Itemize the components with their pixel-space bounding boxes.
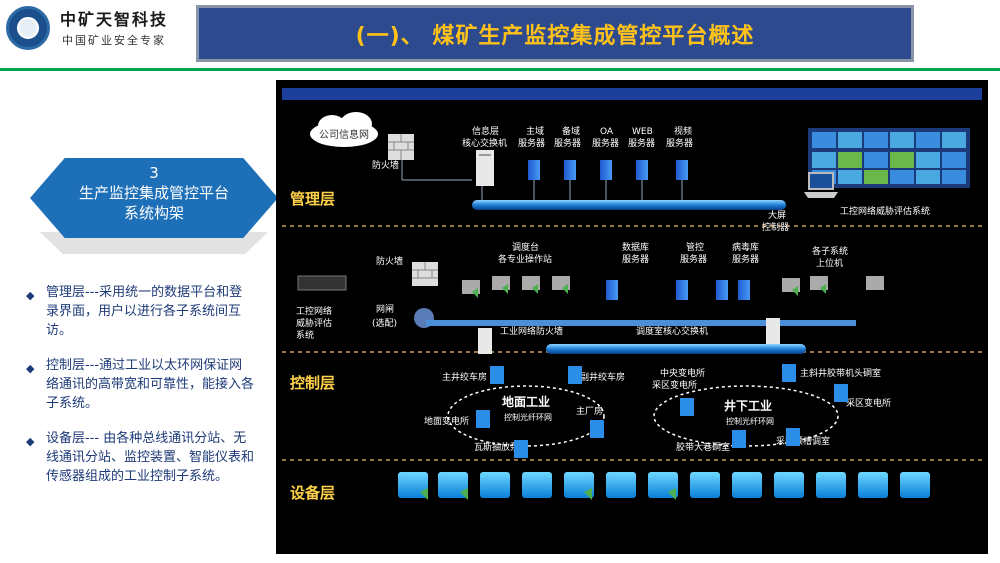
svg-text:控制光纤环网: 控制光纤环网 [504, 412, 552, 422]
svg-text:工业网络防火墙: 工业网络防火墙 [500, 325, 563, 337]
bullet-control: ◆ 控制层---通过工业以太环网保证网络通讯的高带宽和可靠性，能接入各子系统。 [24, 356, 254, 413]
architecture-diagram: 管理层 控制层 设备层 公司信息网 防火墙 信息层 核心交换机 主域 服务器 备… [276, 80, 988, 554]
server-row-control [606, 280, 750, 300]
firewall-icon [388, 134, 414, 160]
svg-text:各子系统: 各子系统 [812, 245, 848, 257]
company-logo [6, 6, 50, 50]
cloud-icon [310, 112, 378, 147]
svg-text:服务器: 服务器 [554, 137, 581, 149]
section-line2: 系统构架 [123, 204, 184, 222]
bullet-list: ◆ 管理层---采用统一的数据平台和登录界面，用户以进行各子系统间互访。 ◆ 控… [24, 283, 254, 502]
oa-server-label: OA [600, 127, 614, 137]
top-band [282, 88, 982, 100]
device-cubes [398, 472, 930, 500]
section-heading: 3 生产监控集成管控平台 系统构架 [30, 163, 278, 223]
svg-text:数据库: 数据库 [622, 241, 649, 253]
svg-text:服务器: 服务器 [732, 253, 759, 265]
console-label: 调度台 [512, 241, 539, 253]
cloud-label: 公司信息网 [319, 128, 369, 141]
workstation-row [462, 276, 570, 298]
svg-text:管控: 管控 [686, 241, 704, 253]
surface-ring [447, 385, 605, 447]
svg-text:(选配): (选配) [372, 317, 397, 329]
bullet-text: 管理层---采用统一的数据平台和登录界面，用户以进行各子系统间互访。 [46, 285, 243, 338]
bullet-text: 设备层--- 由各种总线通讯分站、无线通讯分站、监控装置、智能仪表和传感器组成的… [46, 431, 255, 484]
svg-text:地面变电所: 地面变电所 [424, 415, 469, 427]
section-number: 3 [149, 164, 159, 182]
svg-text:采区变电所: 采区变电所 [846, 397, 891, 409]
firewall-icon-2 [412, 262, 438, 286]
svg-text:病毒库: 病毒库 [732, 241, 759, 253]
svg-text:工控网络: 工控网络 [296, 305, 332, 317]
svg-text:上位机: 上位机 [816, 257, 843, 269]
svg-text:调度室核心交换机: 调度室核心交换机 [636, 325, 708, 337]
web-server-label: WEB [632, 127, 653, 137]
svg-text:主斜井胶带机头硐室: 主斜井胶带机头硐室 [800, 367, 881, 379]
svg-text:各专业操作站: 各专业操作站 [498, 253, 552, 265]
layer-control-label: 控制层 [290, 374, 335, 392]
bullet-management: ◆ 管理层---采用统一的数据平台和登录界面，用户以进行各子系统间互访。 [24, 283, 254, 340]
section-diamond [30, 158, 278, 238]
header-divider [0, 68, 1000, 71]
svg-text:服务器: 服务器 [680, 253, 707, 265]
svg-text:网闸: 网闸 [376, 304, 394, 315]
core-switch-label-2: 核心交换机 [462, 137, 507, 149]
laptop-icon [804, 172, 838, 198]
svg-text:采区顺槽调室: 采区顺槽调室 [776, 435, 830, 447]
video-server-label: 视频 [674, 125, 692, 137]
svg-text:控制器: 控制器 [762, 221, 789, 233]
management-bus [472, 200, 786, 210]
core-ring [546, 344, 806, 354]
architecture-svg: 管理层 控制层 设备层 公司信息网 防火墙 信息层 核心交换机 主域 服务器 备… [282, 88, 982, 502]
svg-text:服务器: 服务器 [666, 137, 693, 149]
svg-text:控制光纤环网: 控制光纤环网 [726, 416, 774, 426]
title-bar: (一)、 煤矿生产监控集成管控平台概述 [196, 5, 914, 62]
subsystem-pcs [782, 276, 884, 296]
svg-text:服务器: 服务器 [628, 137, 655, 149]
brand-name: 中矿天智科技 [60, 10, 169, 29]
svg-text:主厂房: 主厂房 [576, 405, 603, 417]
page-title: (一)、 煤矿生产监控集成管控平台概述 [355, 23, 755, 49]
backup-server-label: 备域 [562, 125, 580, 137]
svg-text:采区变电所: 采区变电所 [652, 379, 697, 391]
switch-icon [476, 150, 494, 186]
svg-text:地面工业: 地面工业 [502, 394, 550, 409]
firewall1-label: 防火墙 [372, 159, 399, 171]
svg-text:系统: 系统 [296, 329, 314, 341]
svg-text:服务器: 服务器 [518, 137, 545, 149]
brand-slogan: 中国矿业安全专家 [62, 34, 166, 47]
svg-text:威胁评估: 威胁评估 [296, 317, 332, 329]
diamond-bullet-icon: ◆ [26, 289, 35, 302]
svg-text:主井绞车房: 主井绞车房 [442, 371, 487, 383]
bullet-text: 控制层---通过工业以太环网保证网络通讯的高带宽和可靠性，能接入各子系统。 [46, 358, 255, 411]
layer-management-label: 管理层 [290, 190, 335, 208]
svg-text:井下工业: 井下工业 [724, 398, 772, 413]
main-server-label: 主域 [526, 125, 544, 137]
field-nodes [476, 364, 848, 458]
control-bus [426, 320, 856, 326]
firewall2-label: 防火墙 [376, 255, 403, 267]
svg-text:胶带大巷硐室: 胶带大巷硐室 [676, 441, 730, 453]
section-line1: 生产监控集成管控平台 [78, 184, 229, 202]
svg-text:中央变电所: 中央变电所 [660, 367, 705, 379]
header: 中矿天智科技 中国矿业安全专家 (一)、 煤矿生产监控集成管控平台概述 [0, 0, 1000, 68]
diamond-bullet-icon: ◆ [26, 435, 35, 448]
bullet-device: ◆ 设备层--- 由各种总线通讯分站、无线通讯分站、监控装置、智能仪表和传感器组… [24, 429, 254, 486]
assessment-label: 工控网络威胁评估系统 [840, 205, 930, 217]
layer-device-label: 设备层 [290, 484, 335, 502]
svg-text:服务器: 服务器 [622, 253, 649, 265]
svg-text:副井绞车房: 副井绞车房 [580, 371, 625, 383]
server-row-management [528, 160, 688, 180]
svg-text:服务器: 服务器 [592, 137, 619, 149]
bigscreen-label: 大屏 [768, 209, 786, 221]
underground-ring [653, 385, 839, 447]
core-switch-label: 信息层 [472, 125, 499, 137]
diamond-bullet-icon: ◆ [26, 362, 35, 375]
